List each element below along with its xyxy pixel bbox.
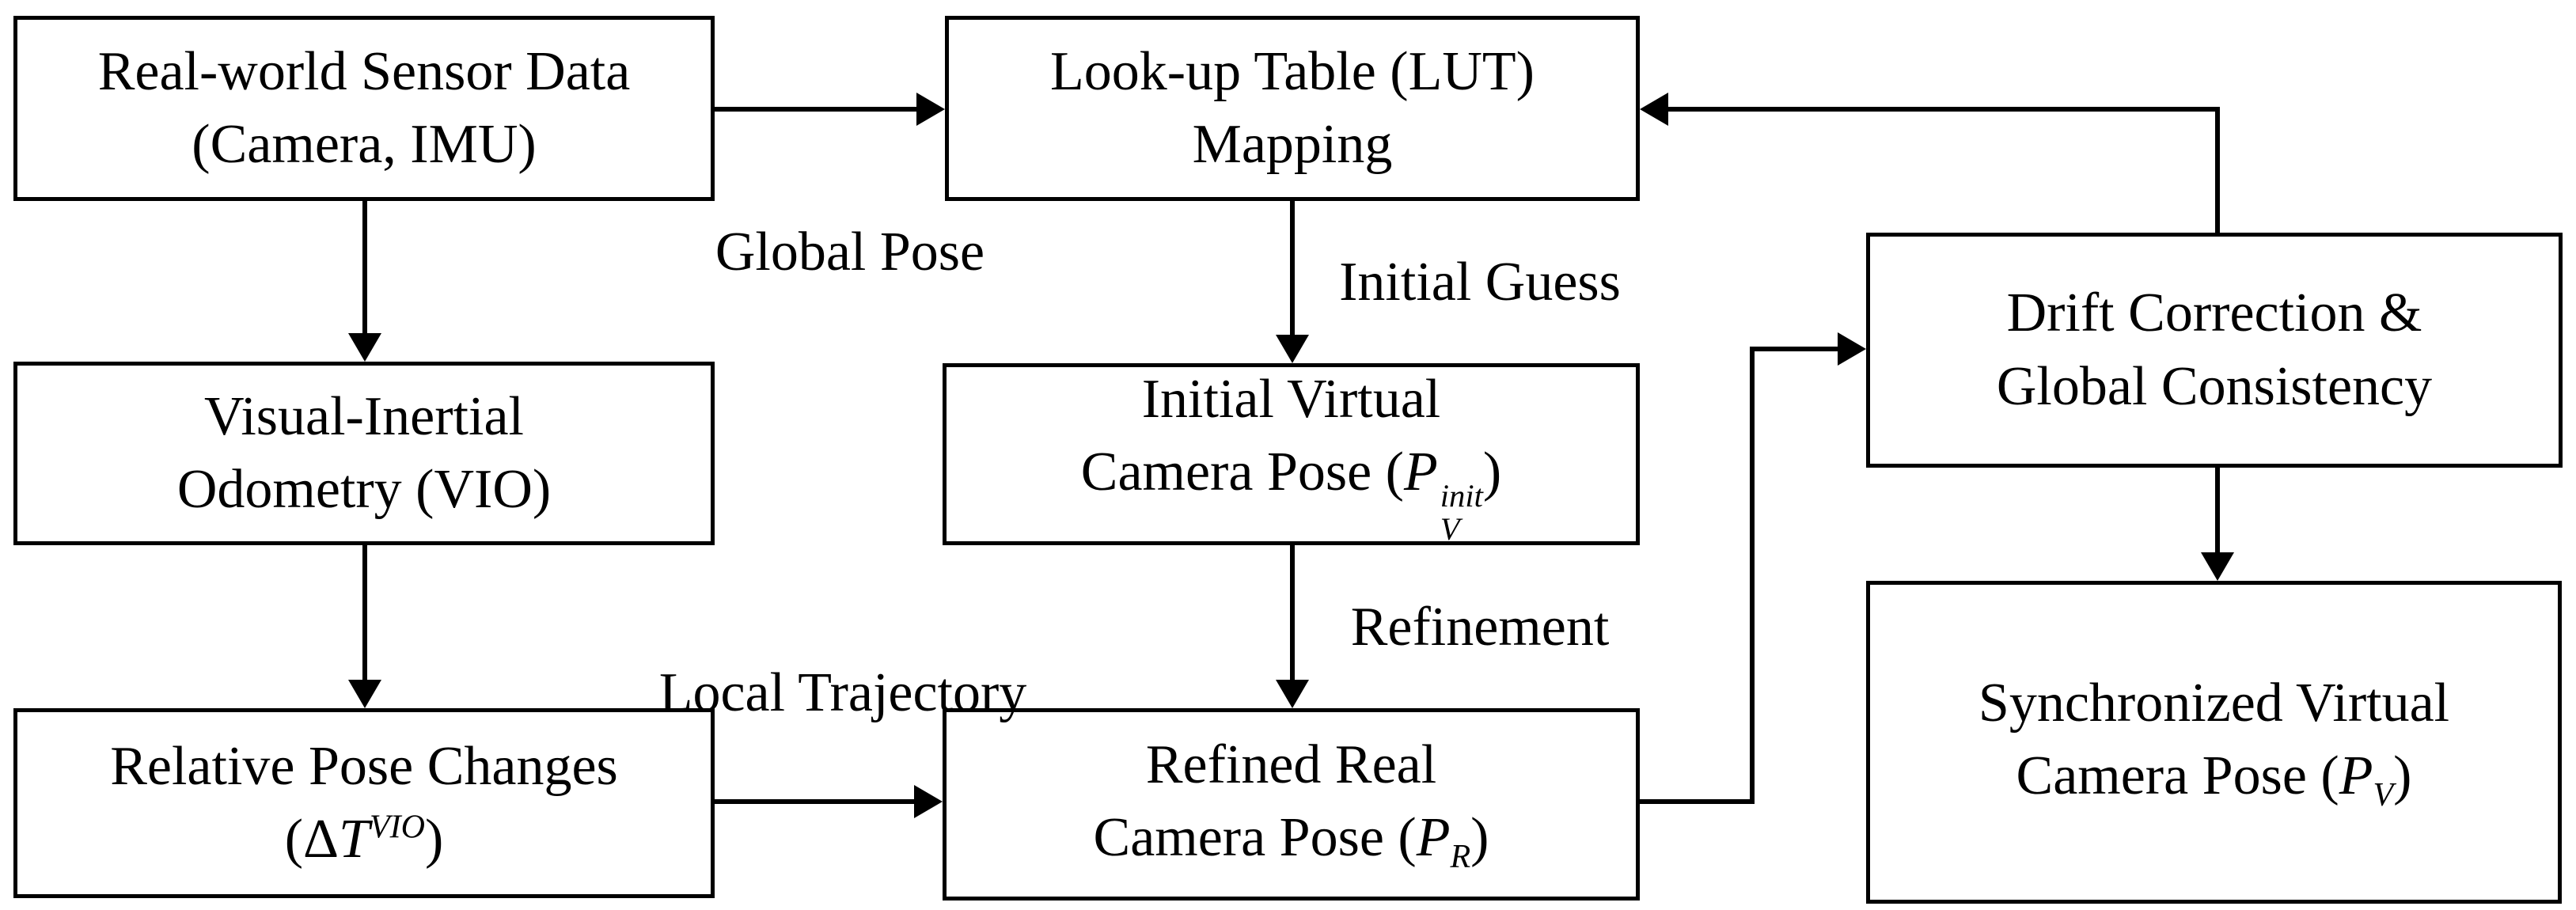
paren-close: ) <box>424 809 444 870</box>
arrow-drift-to-sync-shaft <box>2215 468 2220 554</box>
sup-init: init <box>1440 478 1483 514</box>
var-P: P <box>1416 807 1451 869</box>
var-T: T <box>339 809 370 870</box>
node-formula-p-r: Camera Pose (PR) <box>1094 802 1489 879</box>
var-P: P <box>1404 442 1438 503</box>
node-formula-p-v: Camera Pose (PV) <box>2016 740 2412 817</box>
arrow-refined-to-drift-shaft-h1 <box>1640 799 1755 804</box>
arrow-drift-to-lut-shaft-h <box>1665 107 2220 112</box>
node-label-line: Real-world Sensor Data <box>97 40 631 102</box>
paren-close: ) <box>1482 442 1502 503</box>
formula-prefix: Camera Pose ( <box>2016 745 2339 806</box>
delta-symbol: Δ <box>303 809 340 870</box>
node-relative-pose-changes: Relative Pose Changes (ΔTVIO) <box>13 708 715 898</box>
node-lut-mapping: Look-up Table (LUT) Mapping <box>945 16 1640 201</box>
node-refined-real-camera-pose: Refined Real Camera Pose (PR) <box>943 708 1640 901</box>
arrow-sensor-to-vio-head <box>348 333 381 362</box>
node-label-line: Drift Correction & <box>2006 282 2422 344</box>
node-label-line: Synchronized Virtual <box>1978 672 2450 734</box>
arrow-sensor-to-vio-shaft <box>362 201 367 337</box>
arrow-refined-to-drift-head <box>1838 332 1866 366</box>
arrow-initpose-to-refined-shaft <box>1290 545 1295 681</box>
formula-prefix: Camera Pose ( <box>1080 442 1404 503</box>
arrow-sensor-to-lut-shaft <box>715 107 923 112</box>
node-synchronized-virtual-camera-pose: Synchronized Virtual Camera Pose (PV) <box>1866 581 2562 904</box>
arrow-lut-to-initpose-head <box>1276 335 1309 363</box>
arrow-vio-to-relpose-head <box>348 680 381 708</box>
sub-R: R <box>1450 839 1471 876</box>
arrow-initpose-to-refined-head <box>1276 680 1309 708</box>
node-real-world-sensor-data: Real-world Sensor Data (Camera, IMU) <box>13 16 715 201</box>
node-label-line: Visual-Inertial <box>204 385 524 447</box>
paren-close: ) <box>2393 745 2412 806</box>
node-label-line: Global Consistency <box>1996 355 2433 417</box>
sub-V: V <box>1440 510 1460 547</box>
arrow-relpose-to-refined-shaft <box>715 799 914 804</box>
edge-label-local-trajectory: Local Trajectory <box>658 662 1027 723</box>
node-label-line: (Camera, IMU) <box>192 114 537 175</box>
node-label-line: Odometry (VIO) <box>176 459 552 520</box>
arrow-lut-to-initpose-shaft <box>1290 201 1295 336</box>
arrow-sensor-to-lut-head <box>916 93 945 126</box>
node-drift-correction: Drift Correction & Global Consistency <box>1866 233 2563 468</box>
sup-vio: VIO <box>369 809 425 846</box>
node-label-line: Refined Real <box>1145 734 1437 796</box>
sub-V: V <box>2373 776 2394 813</box>
arrow-drift-to-sync-head <box>2201 552 2234 581</box>
formula-prefix: Camera Pose ( <box>1093 807 1417 869</box>
paren-open: ( <box>284 809 304 870</box>
arrow-drift-to-lut-head <box>1640 93 1668 126</box>
node-label-line: Look-up Table (LUT) <box>1050 40 1535 102</box>
edge-label-global-pose: Global Pose <box>715 222 985 282</box>
arrow-drift-to-lut-shaft-v <box>2215 107 2220 233</box>
node-label-line: Initial Virtual <box>1141 368 1441 430</box>
edge-label-refinement: Refinement <box>1350 597 1610 658</box>
paren-close: ) <box>1470 807 1489 869</box>
node-label-line: Relative Pose Changes <box>110 735 618 797</box>
edge-label-initial-guess: Initial Guess <box>1339 252 1621 313</box>
var-P: P <box>2339 745 2373 806</box>
arrow-refined-to-drift-shaft-v <box>1750 347 1755 804</box>
node-formula-delta-t-vio: (ΔTVIO) <box>285 803 444 876</box>
arrow-relpose-to-refined-head <box>914 785 943 818</box>
arrow-refined-to-drift-shaft-h2 <box>1750 347 1839 351</box>
node-label-line: Mapping <box>1192 114 1393 175</box>
arrow-vio-to-relpose-shaft <box>362 545 367 681</box>
node-visual-inertial-odometry: Visual-Inertial Odometry (VIO) <box>13 362 715 545</box>
